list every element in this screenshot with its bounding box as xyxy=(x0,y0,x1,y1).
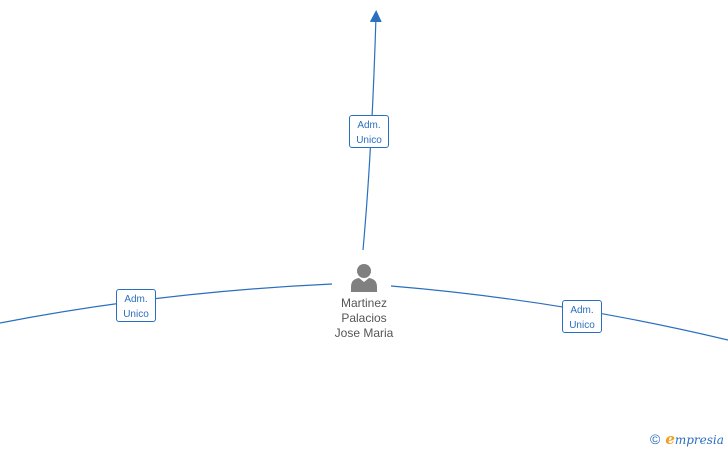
edge-right-line xyxy=(390,285,728,341)
role-label-line-2: Unico xyxy=(569,320,595,331)
edge-right-role-label[interactable]: Adm. Unico xyxy=(562,300,602,333)
brand-logo-rest: mpresia xyxy=(674,433,724,447)
edge-left-line xyxy=(0,283,333,324)
role-label-line-1: Adm. xyxy=(124,294,148,305)
role-label-line-2: Unico xyxy=(123,309,149,320)
person-name-line-3: Jose Maria xyxy=(334,326,394,340)
copyright-icon: © xyxy=(650,431,661,447)
role-label-line-2: Unico xyxy=(356,135,382,146)
person-node[interactable]: Martinez Palacios Jose Maria xyxy=(318,262,410,341)
brand-watermark: © empresia xyxy=(650,430,724,448)
person-name[interactable]: Martinez Palacios Jose Maria xyxy=(318,296,410,341)
person-name-line-2: Palacios xyxy=(341,311,387,325)
brand-logo-initial: e xyxy=(665,430,675,448)
role-label-line-1: Adm. xyxy=(357,120,381,131)
role-label-line-1: Adm. xyxy=(570,305,594,316)
brand-logo[interactable]: empresia xyxy=(665,430,724,448)
edge-up-role-label[interactable]: Adm. Unico xyxy=(349,115,389,148)
person-silhouette-icon xyxy=(351,264,377,292)
person-name-line-1: Martinez xyxy=(340,296,387,310)
edge-left-role-label[interactable]: Adm. Unico xyxy=(116,289,156,322)
